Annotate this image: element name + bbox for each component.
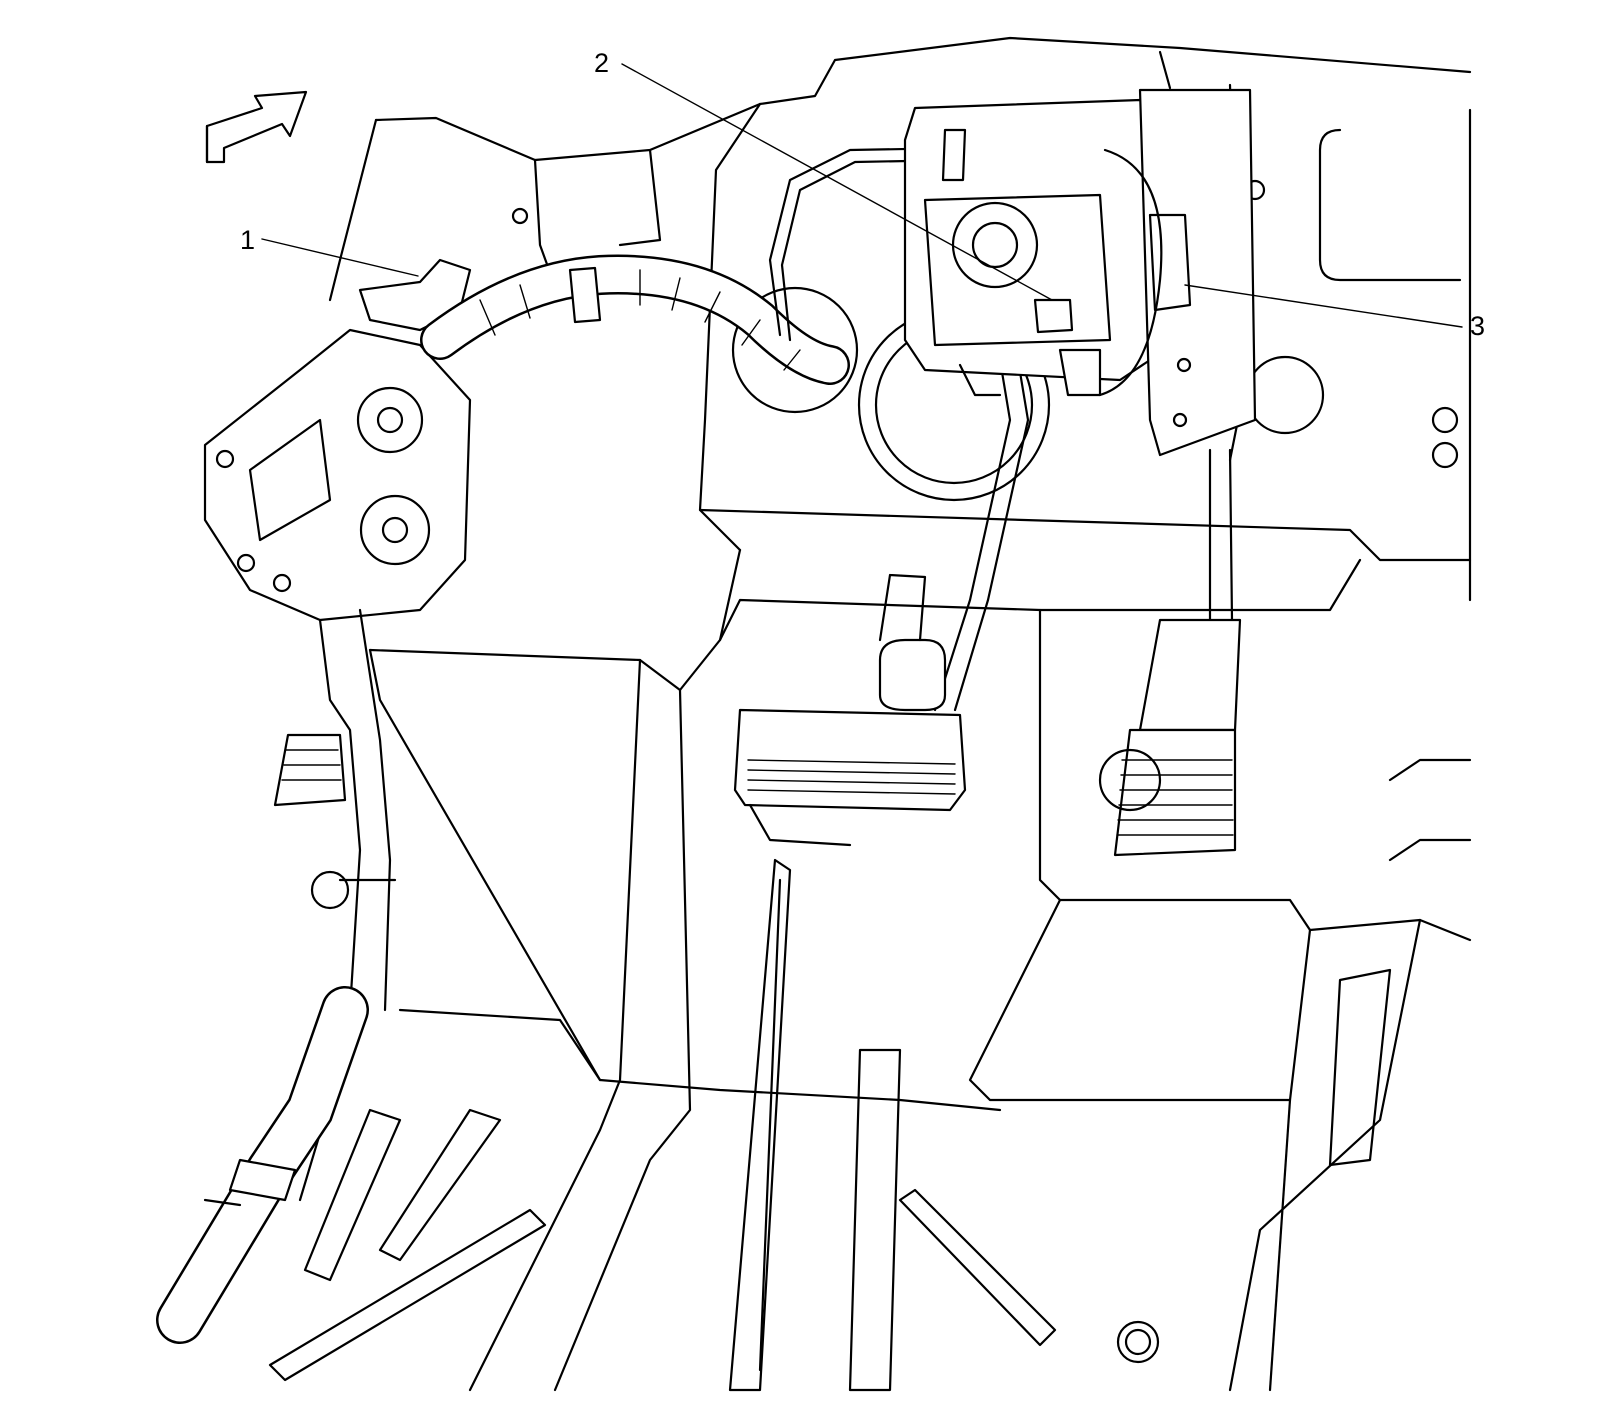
- callout-2-label: 2: [594, 48, 609, 78]
- pedal-bracket-module: [903, 88, 1257, 457]
- callout-1-label: 1: [240, 225, 255, 255]
- accelerator-pedal: [1098, 448, 1242, 857]
- callout-3-label: 3: [1470, 311, 1485, 341]
- floor-pan-outline: [268, 406, 1472, 1392]
- wiring-harness: [156, 146, 962, 1344]
- brake-pedal: [733, 358, 1030, 847]
- leader-lines: [261, 63, 1463, 328]
- parking-brake-assembly: [203, 258, 472, 1062]
- direction-arrow-icon: [205, 90, 308, 164]
